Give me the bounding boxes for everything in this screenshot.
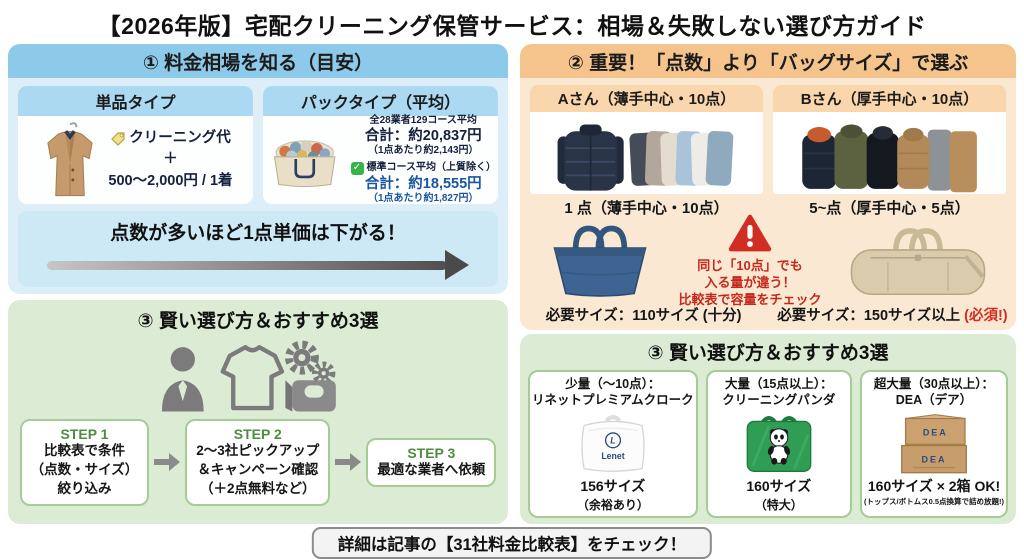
single-item-range: 500〜2,000円 / 1着	[108, 172, 233, 189]
dea-box-label-bottom: DEA	[922, 454, 947, 464]
recommendation-card-panda: 大量（15点以上）： クリーニングパンダ	[705, 370, 852, 518]
dea-boxes-illustration: DEA DEA	[901, 413, 967, 473]
panda-volume-label: 大量（15点以上）：	[724, 377, 833, 391]
price-cards-row: 単品タイプ	[8, 78, 508, 204]
single-item-card-header: 単品タイプ	[18, 86, 253, 116]
dea-box-label-top: DEA	[923, 427, 948, 437]
single-item-card: 単品タイプ	[18, 86, 253, 204]
coat-illustration	[47, 122, 94, 197]
required-badge: (必須!)	[964, 308, 1008, 324]
person-b-caption: 5~点（厚手中心・5点）	[809, 200, 970, 217]
dea-volume-label: 超大量（30点以上）：	[873, 377, 995, 391]
recommendation-card-lenet: 少量（〜10点）： リネットプレミアムクローク L Lenet 156サイズ （…	[528, 370, 698, 518]
arrow-right-icon	[335, 453, 362, 472]
person-b-clothes	[773, 112, 1006, 194]
step-1-label: STEP 1	[60, 426, 109, 442]
cleaning-fee-label: クリーニング代	[129, 130, 231, 147]
pack-price-block: 全28業者129コース平均 合計：約20,837円 （1点あたり約2,143円）…	[350, 114, 497, 204]
person-b-required-size: 必要サイズ：150サイズ以上 (必須!)	[777, 308, 1008, 324]
blue-tote-illustration	[553, 225, 647, 297]
single-item-price: クリーニング代 ＋ 500〜2,000円 / 1着	[108, 128, 232, 191]
step-3-box: STEP 3 最適な業者へ依頼	[366, 437, 497, 487]
pack-std-per-item: （1点あたり約1,827円）	[367, 192, 479, 204]
step-2-label: STEP 2	[233, 426, 282, 442]
lenet-bag-illustration: L Lenet	[581, 414, 645, 472]
panel-recommendations-header: ③ 賢い選び方＆おすすめ3選	[647, 343, 889, 364]
bags-row: 同じ「10点」でも 入る量が違う！ 比較表で容量をチェック	[520, 214, 1016, 307]
warning-line-3: 比較表で容量をチェック	[678, 291, 822, 307]
person-a-caption: 1 点（薄手中心・10点）	[564, 200, 729, 217]
recommendation-card-dea: 超大量（30点以上）： DEA（デア） DEA DEA 160サイズ × 2箱 …	[859, 370, 1008, 518]
beige-duffel-illustration	[850, 228, 986, 296]
panel-price-market: ① 料金相場を知る（目安） 単品タイプ	[8, 44, 508, 294]
gears-icon	[284, 340, 336, 385]
panda-bag-illustration	[746, 415, 812, 472]
lenet-size: 156サイズ	[580, 477, 646, 494]
single-item-card-body: クリーニング代 ＋ 500〜2,000円 / 1着	[18, 116, 253, 204]
capacity-warning: 同じ「10点」でも 入る量が違う！ 比較表で容量をチェック	[671, 213, 829, 309]
pack-avg-total: 合計：約20,837円	[364, 128, 482, 145]
panel-bag-size: ② 重要！「点数」より「バッグサイズ」で選ぶ Aさん（薄手中心・10点）	[520, 44, 1016, 330]
person-a-required-size: 必要サイズ：110サイズ (十分)	[545, 308, 742, 324]
person-a-header: Aさん（薄手中心・10点）	[530, 85, 763, 112]
warning-icon	[728, 214, 772, 252]
panel-bag-size-header: ② 重要！「点数」より「バッグサイズ」で選ぶ	[520, 44, 1016, 78]
arrow-right-icon	[47, 250, 469, 280]
step-1-box: STEP 1 比較表で条件 （点数・サイズ） 絞り込み	[19, 419, 150, 506]
pack-type-card: パックタイプ（平均）	[263, 86, 498, 204]
person-a-column: Aさん（薄手中心・10点）	[530, 85, 763, 218]
panel-recommendations: ③ 賢い選び方＆おすすめ3選 少量（〜10点）： リネットプレミアムクローク L…	[520, 334, 1016, 524]
dea-note: (トップス/ボトムス0.5点換算で詰め放題!)	[863, 496, 1004, 506]
warning-line-2: 入る量が違う！	[704, 275, 796, 291]
check-icon: ✓	[350, 161, 364, 175]
lenet-logo-letter: L	[610, 435, 615, 445]
panda-size: 160サイズ	[746, 477, 812, 494]
pack-type-card-body: 全28業者129コース平均 合計：約20,837円 （1点あたり約2,143円）…	[263, 114, 498, 204]
recommendation-cards-row: 少量（〜10点）： リネットプレミアムクローク L Lenet 156サイズ （…	[520, 365, 1016, 518]
arrow-right-icon	[154, 453, 181, 472]
thick-clothes-illustration	[801, 124, 977, 193]
thin-clothes-illustration	[557, 124, 733, 191]
panel-price-market-header: ① 料金相場を知る（目安）	[8, 44, 508, 78]
lenet-volume-label: 少量（〜10点）：	[565, 377, 661, 391]
pack-type-card-header: パックタイプ（平均）	[263, 86, 498, 116]
bag-icon	[285, 380, 336, 412]
tshirt-icon	[220, 345, 285, 411]
person-b-header: Bさん（厚手中心・10点）	[773, 85, 1006, 112]
pack-std-total: 合計：約18,555円	[364, 175, 482, 192]
pack-avg-per-item: （1点あたり約2,143円）	[367, 145, 479, 157]
lenet-note: （余裕あり）	[576, 497, 649, 512]
steps-row: STEP 1 比較表で条件 （点数・サイズ） 絞り込み STEP 2 2〜3社ピ…	[8, 417, 508, 506]
lenet-logo-text: Lenet	[601, 451, 624, 461]
unit-price-band: 点数が多いほど1点単価は下がる！	[18, 211, 498, 287]
dea-size: 160サイズ × 2箱 OK!	[867, 477, 1001, 494]
unit-price-message: 点数が多いほど1点単価は下がる！	[110, 223, 406, 244]
pack-std-label: 標準コース平均（上質除く）	[366, 162, 497, 173]
footer-cta[interactable]: 詳細は記事の【31社料金比較表】をチェック！	[311, 527, 713, 559]
panda-service-name: クリーニングパンダ	[722, 393, 836, 408]
required-sizes-row: 必要サイズ：110サイズ (十分) 必要サイズ：150サイズ以上 (必須!)	[520, 300, 1016, 325]
pack-avg-label: 全28業者129コース平均	[369, 114, 477, 126]
person-shirt-gears-bag-icons	[161, 340, 336, 412]
panda-note: （特大）	[754, 497, 803, 512]
plus-sign: ＋	[163, 151, 178, 168]
price-tag-icon	[111, 132, 125, 146]
dea-service-name: DEA（デア）	[895, 393, 973, 408]
step-2-box: STEP 2 2〜3社ピックアップ ＆キャンペーン確認 （＋2点無料など）	[185, 419, 331, 506]
lenet-service-name: リネットプレミアムクローク	[532, 393, 694, 408]
pack-bag-illustration	[273, 140, 336, 188]
panel-smart-steps-header: ③ 賢い選び方＆おすすめ3選	[137, 311, 379, 332]
warning-line-1: 同じ「10点」でも	[697, 258, 803, 274]
person-b-column: Bさん（厚手中心・10点）	[773, 85, 1006, 218]
person-icon	[161, 347, 204, 412]
person-a-clothes	[530, 112, 763, 194]
page-title: 【2026年版】宅配クリーニング保管サービス：相場＆失敗しない選び方ガイド	[97, 13, 927, 39]
step-3-label: STEP 3	[407, 444, 456, 461]
panel-smart-steps: ③ 賢い選び方＆おすすめ3選	[8, 300, 508, 524]
persons-row: Aさん（薄手中心・10点）	[520, 78, 1016, 218]
selection-icons	[8, 333, 508, 417]
